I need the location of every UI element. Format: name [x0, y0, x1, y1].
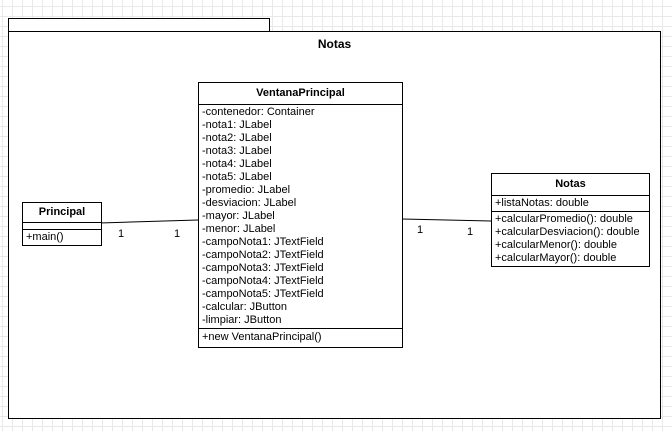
attribute: -nota5: JLabel — [202, 171, 272, 183]
attribute: -nota4: JLabel — [202, 158, 272, 170]
multiplicity-label: 1 — [417, 224, 424, 236]
attribute: -contenedor: Container — [202, 106, 315, 118]
class-principal[interactable]: Principal +main() — [22, 202, 102, 246]
method: +calcularDesviacion(): double — [495, 226, 640, 238]
association-line-ventana-notas — [401, 218, 492, 222]
methods-section: +main() — [23, 230, 101, 245]
multiplicity-label: 1 — [174, 228, 181, 240]
attributes-section — [23, 223, 101, 230]
attribute: -nota1: JLabel — [202, 119, 272, 131]
attribute: -menor: JLabel — [202, 223, 276, 235]
attribute: -calcular: JButton — [202, 301, 287, 313]
package-tab — [8, 18, 270, 32]
method: +main() — [26, 231, 64, 243]
association-line-principal-ventana — [99, 219, 199, 224]
method: +calcularPromedio(): double — [495, 213, 633, 225]
attribute: -campoNota5: JTextField — [202, 288, 324, 300]
attribute: -campoNota3: JTextField — [202, 262, 324, 274]
attributes-section: -contenedor: Container -nota1: JLabel -n… — [199, 105, 402, 329]
attribute: -desviacion: JLabel — [202, 197, 297, 209]
attribute: -campoNota4: JTextField — [202, 275, 324, 287]
attribute: -campoNota1: JTextField — [202, 236, 324, 248]
attribute: -promedio: JLabel — [202, 184, 291, 196]
class-ventana-principal[interactable]: VentanaPrincipal -contenedor: Container … — [198, 82, 403, 348]
class-name: Principal — [23, 203, 101, 223]
attribute: -mayor: JLabel — [202, 210, 275, 222]
attribute: +listaNotas: double — [495, 197, 589, 209]
class-name: VentanaPrincipal — [199, 83, 402, 105]
class-notas[interactable]: Notas +listaNotas: double +calcularProme… — [491, 173, 650, 267]
method: +calcularMayor(): double — [495, 252, 617, 264]
class-name: Notas — [492, 174, 649, 196]
multiplicity-label: 1 — [467, 226, 474, 238]
attribute: -nota2: JLabel — [202, 132, 272, 144]
attribute: -campoNota2: JTextField — [202, 249, 324, 261]
attributes-section: +listaNotas: double — [492, 196, 649, 212]
method: +new VentanaPrincipal() — [202, 331, 322, 343]
attribute: -limpiar: JButton — [202, 314, 282, 326]
methods-section: +new VentanaPrincipal() — [199, 329, 402, 347]
method: +calcularMenor(): double — [495, 239, 617, 251]
methods-section: +calcularPromedio(): double +calcularDes… — [492, 212, 649, 266]
multiplicity-label: 1 — [118, 228, 125, 240]
package-title: Notas — [317, 37, 352, 51]
attribute: -nota3: JLabel — [202, 145, 272, 157]
